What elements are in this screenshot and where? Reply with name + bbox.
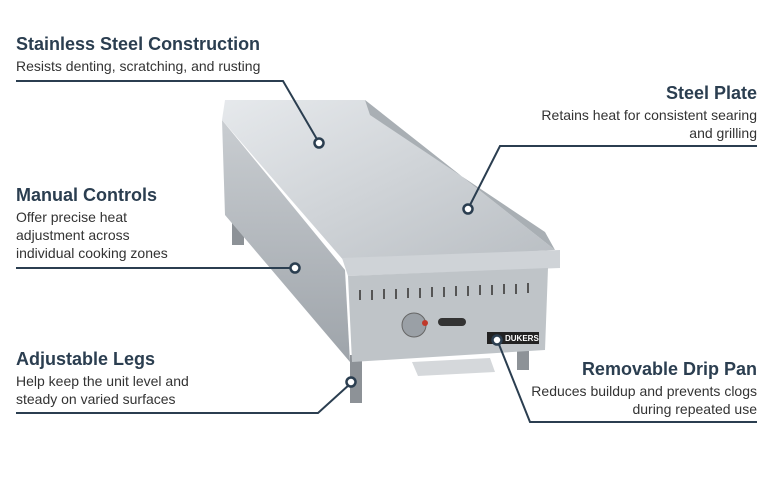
callout-drip-pan: Removable Drip Pan Reduces buildup and p…	[527, 358, 757, 418]
callout-manual-controls: Manual Controls Offer precise heat adjus…	[16, 184, 191, 262]
brand-logo: DUKERS	[505, 334, 539, 343]
callout-steel-plate: Steel Plate Retains heat for consistent …	[537, 82, 757, 142]
callout-title: Adjustable Legs	[16, 349, 156, 369]
front-panel	[348, 268, 548, 362]
callout-desc: Reduces buildup and prevents clogs durin…	[531, 383, 757, 417]
callout-stainless-steel: Stainless Steel Construction Resists den…	[16, 33, 260, 75]
left-side	[222, 120, 350, 362]
callout-desc: Offer precise heat adjustment across ind…	[16, 209, 168, 261]
callout-title: Stainless Steel Construction	[16, 34, 261, 54]
control-knob	[401, 312, 427, 338]
callout-desc: Resists denting, scratching, and rusting	[16, 58, 261, 74]
callout-lines	[16, 80, 757, 423]
steel-plate	[222, 100, 555, 262]
callout-title: Steel Plate	[665, 83, 757, 103]
callout-desc: Retains heat for consistent searing and …	[541, 107, 757, 141]
callout-title: Manual Controls	[16, 185, 158, 205]
leg	[350, 355, 362, 403]
callout-desc: Help keep the unit level and steady on v…	[16, 373, 189, 407]
drip-pan	[412, 358, 495, 376]
callout-title: Removable Drip Pan	[581, 359, 757, 379]
front-lip	[342, 250, 560, 276]
callout-dots	[289, 137, 503, 388]
callout-adjustable-legs: Adjustable Legs Help keep the unit level…	[16, 348, 216, 408]
